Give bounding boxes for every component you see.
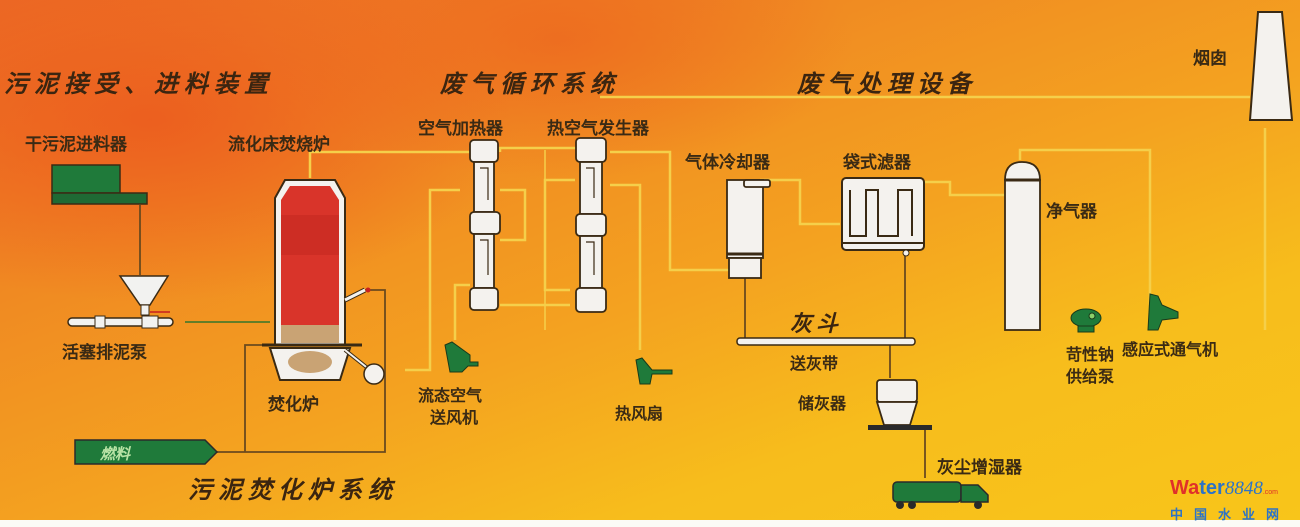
- logo-com: .com: [1262, 489, 1279, 496]
- air-heater-icon: [469, 139, 501, 311]
- pipe-fuel-branch: [244, 344, 265, 452]
- sludge-pipes: [139, 205, 926, 478]
- label-gas-cooler: 气体冷却器: [685, 153, 770, 173]
- pipe-furnace-to-heater: [308, 150, 470, 178]
- section-title-gas-treatment: 废气处理设备: [797, 69, 977, 98]
- pipe-fuel-to-furnace: [215, 289, 386, 453]
- watermark-logo: Water8848.com 中国水业网: [1170, 477, 1298, 523]
- label-bag-filter: 袋式滤器: [843, 153, 911, 173]
- logo-w: W: [1170, 477, 1189, 499]
- label-gas-purifier: 净气器: [1046, 202, 1097, 222]
- piston-pump-icon: [67, 275, 174, 329]
- truck-icon: [892, 481, 989, 509]
- pipe-heater-top: [498, 146, 580, 152]
- label-piston-pump: 活塞排泥泵: [62, 343, 147, 363]
- fluid-air-blower-icon: [444, 341, 479, 373]
- section-title-gas-circulation: 废气循环系统: [440, 69, 620, 98]
- pipe-heater-loop-1: [405, 188, 460, 372]
- label-fuel: 燃料: [100, 445, 131, 463]
- label-ash-hopper: 灰斗: [790, 311, 843, 337]
- hot-air-generator-icon: [575, 137, 607, 313]
- label-ash-storage: 储灰器: [798, 394, 847, 413]
- caustic-pump-icon: [1070, 308, 1102, 333]
- dry-sludge-feeder-icon: [51, 164, 148, 205]
- chimney-icon: [1248, 11, 1294, 121]
- label-hot-air-generator: 热空气发生器: [547, 119, 649, 139]
- label-ash-conveyor: 送灰带: [790, 354, 839, 373]
- pipe-purifier-to-fan: [1018, 148, 1152, 305]
- label-caustic-pump-2: 供给泵: [1066, 367, 1115, 386]
- pipe-cooler-to-filter: [760, 178, 840, 226]
- label-caustic-pump-1: 苛性钠: [1066, 345, 1115, 364]
- pipe-generator-to-fan: [610, 183, 642, 350]
- section-title-feeding: 污泥接受、进料装置: [4, 69, 274, 98]
- label-chimney: 烟囱: [1193, 49, 1227, 69]
- logo-chinese-name: 中国水业网: [1170, 508, 1291, 523]
- gas-purifier-icon: [1004, 161, 1041, 331]
- label-fluidized-bed-furnace: 流化床焚烧炉: [228, 135, 330, 155]
- ash-storage-icon: [868, 379, 932, 430]
- induced-draft-fan-icon: [1147, 293, 1179, 331]
- hot-air-fan-icon: [635, 357, 673, 385]
- logo-number: 8848: [1224, 478, 1263, 499]
- section-title-incinerator-system: 污泥焚化炉系统: [188, 475, 398, 504]
- label-induced-draft-fan: 感应式通气机: [1122, 340, 1219, 359]
- logo-ter: ter: [1199, 477, 1225, 499]
- bag-filter-icon: [841, 177, 925, 257]
- pipe-filter-to-purifier: [925, 180, 1005, 197]
- pipe-heater-loop-2: [500, 188, 527, 242]
- gas-cooler-icon: [726, 179, 771, 279]
- fuel-tank-icon: [74, 439, 219, 465]
- label-fluid-air-blower-1: 流态空气: [418, 386, 483, 405]
- logo-a: a: [1188, 477, 1200, 499]
- label-air-heater: 空气加热器: [418, 119, 503, 139]
- label-dry-sludge-feeder: 干污泥进料器: [25, 135, 127, 155]
- ash-conveyor-icon: [736, 337, 916, 346]
- bottom-strip: [0, 520, 1300, 527]
- label-hot-air-fan: 热风扇: [615, 404, 664, 423]
- pipe-heater-to-blower: [453, 283, 470, 340]
- fluidized-bed-furnace-icon: [262, 179, 385, 385]
- pipe-generator-to-cooler: [610, 150, 735, 272]
- gas-pipes: [308, 95, 1267, 372]
- label-dust-humidifier: 灰尘增湿器: [937, 458, 1022, 478]
- label-incinerator: 焚化炉: [268, 395, 319, 415]
- label-fluid-air-blower-2: 送风机: [430, 408, 479, 427]
- pipe-generator-loop: [543, 178, 575, 292]
